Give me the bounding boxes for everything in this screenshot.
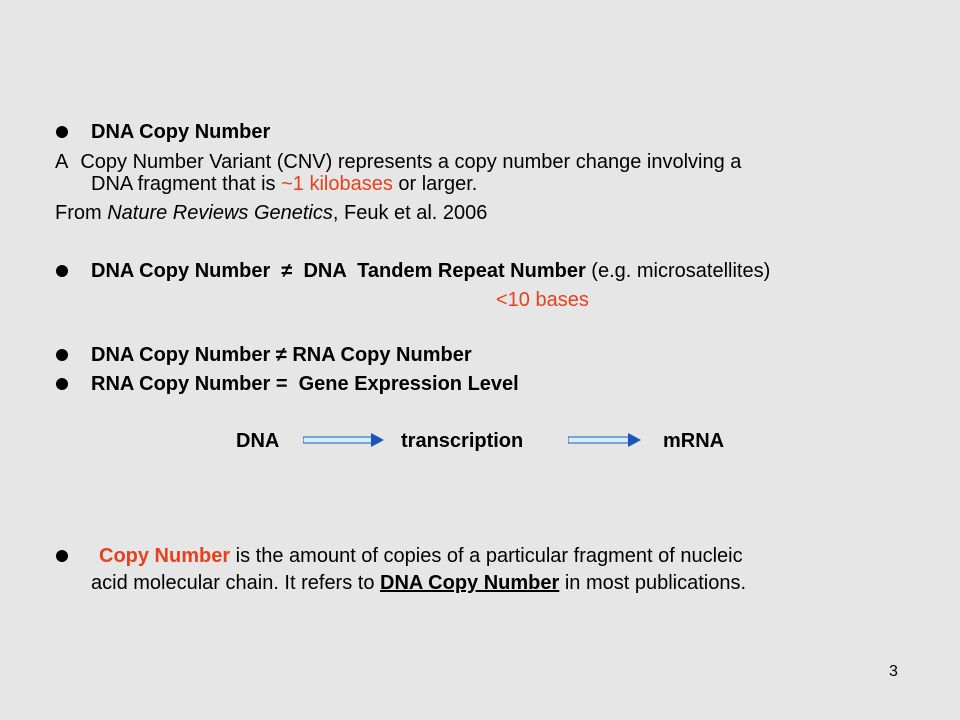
flow-dna: DNA (236, 430, 280, 452)
tandem-repeat-normal: (e.g. microsatellites) (585, 260, 771, 282)
tandem-repeat-line: DNA Copy Number ≠ DNA Tandem Repeat Numb… (91, 259, 770, 283)
cnv-definition-pre: DNA fragment that is (91, 173, 282, 195)
flow-transcription: transcription (401, 430, 524, 452)
bullet-3 (56, 349, 68, 361)
source-post: , Feuk et al. 2006 (332, 202, 488, 224)
page-number: 3 (889, 663, 898, 680)
dna-copy-number-underlined: DNA Copy Number (380, 572, 560, 594)
copy-number-definition-line-2: acid molecular chain. It refers to DNA C… (91, 571, 746, 595)
source-pre: From (55, 202, 108, 224)
dna-vs-rna-line: DNA Copy Number ≠ RNA Copy Number (91, 344, 472, 366)
bases-note: <10 bases (496, 289, 589, 311)
copy-number-definition-line-1: Copy Number is the amount of copies of a… (91, 544, 743, 568)
cnv-definition-lead: A (55, 151, 69, 173)
arrow-icon-2 (568, 433, 641, 447)
heading-dna-copy-number: DNA Copy Number (91, 121, 271, 143)
kilobases-highlight: ~1 kilobases (281, 173, 393, 195)
arrow-icon-1 (303, 433, 384, 447)
cnv-definition-post: or larger. (392, 173, 478, 195)
copy-number-line2-pre: acid molecular chain. It refers to (91, 572, 381, 594)
flow-mrna: mRNA (663, 430, 725, 452)
rna-expression-line: RNA Copy Number = Gene Expression Level (91, 373, 519, 395)
copy-number-line2-post: in most publications. (559, 572, 747, 594)
copy-number-line1-rest: is the amount of copies of a particular … (230, 545, 743, 567)
tandem-repeat-bold: DNA Copy Number ≠ DNA Tandem Repeat Numb… (91, 260, 586, 282)
cnv-definition-text: Copy Number Variant (CNV) represents a c… (80, 151, 742, 173)
bullet-4 (56, 378, 68, 390)
cnv-definition-line-2: DNA fragment that is ~1 kilobases or lar… (91, 172, 477, 196)
source-citation: From Nature Reviews Genetics, Feuk et al… (55, 201, 487, 225)
bullet-2 (56, 265, 68, 277)
cnv-definition-line-1: A Copy Number Variant (CNV) represents a … (55, 150, 741, 174)
copy-number-highlight: Copy Number (99, 545, 231, 567)
bullet-5 (56, 550, 68, 562)
journal-name: Nature Reviews Genetics (107, 202, 333, 224)
bullet-1 (56, 126, 68, 138)
